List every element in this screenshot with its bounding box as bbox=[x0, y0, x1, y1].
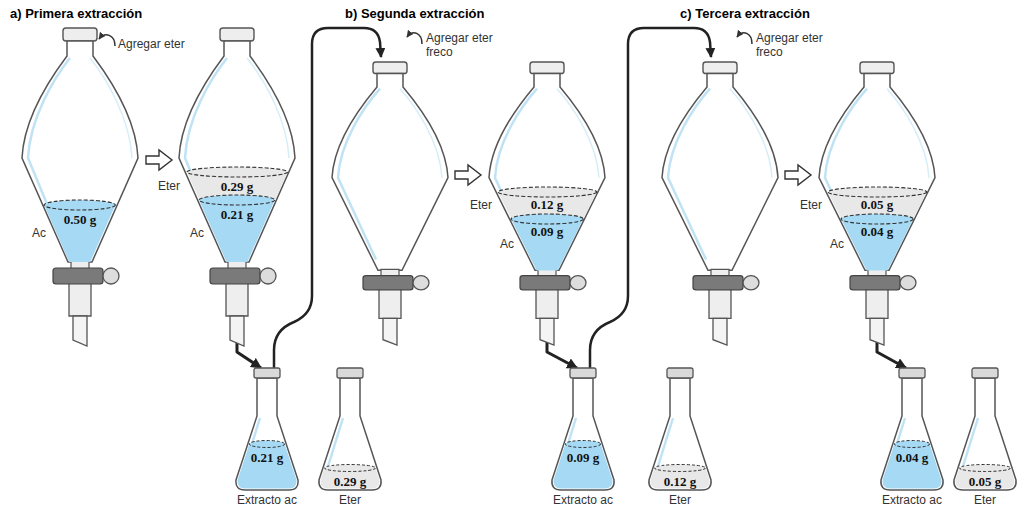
flask-body bbox=[881, 378, 943, 490]
liquid-fill bbox=[841, 219, 913, 271]
liquid-surface bbox=[498, 187, 597, 197]
liquid-layer: 0.21 g bbox=[198, 194, 276, 262]
mass-value: 0.21 g bbox=[221, 207, 254, 223]
mass-value: 0.09 g bbox=[567, 450, 600, 466]
flask-stopper bbox=[899, 368, 925, 378]
part-label: Agregar eter freco bbox=[426, 31, 502, 59]
liquid-surface bbox=[841, 214, 913, 224]
add-ether-arrow bbox=[737, 33, 752, 44]
hollow-arrow bbox=[785, 165, 811, 185]
separatory-funnel bbox=[819, 62, 935, 345]
separatory-funnel bbox=[332, 62, 448, 345]
flask-drawing bbox=[644, 368, 716, 492]
mass-value: 0.12 g bbox=[531, 197, 564, 213]
liquid-layer: 0.09 g bbox=[510, 213, 584, 271]
flask-body bbox=[236, 378, 298, 490]
liquid-shape bbox=[840, 213, 914, 271]
liquid-surface bbox=[654, 465, 705, 472]
separatory-funnel bbox=[22, 28, 138, 346]
liquid-surface bbox=[324, 465, 375, 472]
flask-drawing bbox=[314, 368, 386, 492]
liquid-surface bbox=[894, 441, 929, 448]
liquid-fill bbox=[44, 205, 115, 262]
liquid-surface bbox=[828, 187, 927, 197]
part-label: Ac bbox=[830, 237, 844, 251]
flask-body bbox=[649, 378, 711, 490]
hollow-arrow bbox=[455, 165, 481, 185]
liquid-fill bbox=[199, 200, 275, 262]
separatory-funnel bbox=[662, 62, 778, 345]
liquid-shape bbox=[198, 194, 276, 262]
liquid-fill bbox=[511, 219, 583, 271]
erlenmeyer-flask: 0.29 g Eter bbox=[314, 368, 386, 510]
part-label: Agregar eter freco bbox=[756, 31, 832, 59]
part-label: Ac bbox=[500, 237, 514, 251]
flask-label: Extracto ac bbox=[547, 493, 619, 507]
flask-drawing bbox=[231, 368, 303, 492]
liquid-surface bbox=[511, 214, 583, 224]
flask-stopper bbox=[254, 368, 280, 378]
flask-stopper bbox=[337, 368, 363, 378]
mass-value: 0.29 g bbox=[334, 474, 367, 490]
flask-body bbox=[319, 378, 381, 490]
flask-body bbox=[954, 378, 1016, 490]
separatory-funnel bbox=[179, 28, 295, 346]
add-ether-arrow bbox=[407, 33, 422, 44]
flask-label: Extracto ac bbox=[231, 493, 303, 507]
flask-label: Eter bbox=[949, 493, 1021, 507]
erlenmeyer-flask: 0.05 g Eter bbox=[949, 368, 1021, 510]
erlenmeyer-flask: 0.12 g Eter bbox=[644, 368, 716, 510]
part-label: Agregar eter bbox=[118, 37, 185, 51]
mass-value: 0.04 g bbox=[896, 450, 929, 466]
flask-body bbox=[552, 378, 614, 490]
liquid-layer: 0.50 g bbox=[43, 199, 116, 262]
mass-value: 0.29 g bbox=[221, 179, 254, 195]
part-label: Eter bbox=[158, 179, 180, 193]
add-ether-arrow bbox=[99, 35, 115, 46]
flask-stopper bbox=[972, 368, 998, 378]
part-label: Eter bbox=[800, 198, 822, 212]
mass-value: 0.05 g bbox=[861, 197, 894, 213]
liquid-layer: 0.04 g bbox=[840, 213, 914, 271]
liquid-shape bbox=[510, 213, 584, 271]
part-label: Eter bbox=[470, 198, 492, 212]
mass-value: 0.04 g bbox=[861, 224, 894, 240]
flask-stopper bbox=[570, 368, 596, 378]
section-heading: a) Primera extracción bbox=[10, 6, 142, 22]
liquid-shape bbox=[43, 199, 116, 262]
liquid-surface bbox=[44, 200, 115, 210]
part-label: Ac bbox=[32, 226, 46, 240]
flask-stopper bbox=[667, 368, 693, 378]
section-heading: c) Tercera extracción bbox=[680, 6, 810, 22]
section-heading: b) Segunda extracción bbox=[345, 6, 484, 22]
hollow-arrow bbox=[146, 150, 172, 170]
liquid-fill bbox=[553, 444, 612, 489]
mass-value: 0.12 g bbox=[664, 474, 697, 490]
mass-value: 0.50 g bbox=[64, 212, 97, 228]
flask-label: Eter bbox=[314, 493, 386, 507]
liquid-surface bbox=[199, 195, 275, 205]
flask-label: Eter bbox=[644, 493, 716, 507]
erlenmeyer-flask: 0.09 g Extracto ac bbox=[547, 368, 619, 510]
liquid-surface bbox=[187, 167, 288, 177]
erlenmeyer-flask: 0.04 g Extracto ac bbox=[876, 368, 948, 510]
part-label: Ac bbox=[190, 226, 204, 240]
liquid-surface bbox=[959, 465, 1010, 472]
mass-value: 0.21 g bbox=[251, 450, 284, 466]
flask-drawing bbox=[876, 368, 948, 492]
flask-drawing bbox=[547, 368, 619, 492]
liquid-fill bbox=[882, 444, 941, 489]
mass-value: 0.05 g bbox=[969, 474, 1002, 490]
liquid-fill bbox=[237, 444, 296, 489]
liquid-surface bbox=[249, 441, 284, 448]
mass-value: 0.09 g bbox=[531, 224, 564, 240]
separatory-funnel bbox=[489, 62, 605, 345]
liquid-surface bbox=[565, 441, 600, 448]
flask-drawing bbox=[949, 368, 1021, 492]
flask-label: Extracto ac bbox=[876, 493, 948, 507]
erlenmeyer-flask: 0.21 g Extracto ac bbox=[231, 368, 303, 510]
